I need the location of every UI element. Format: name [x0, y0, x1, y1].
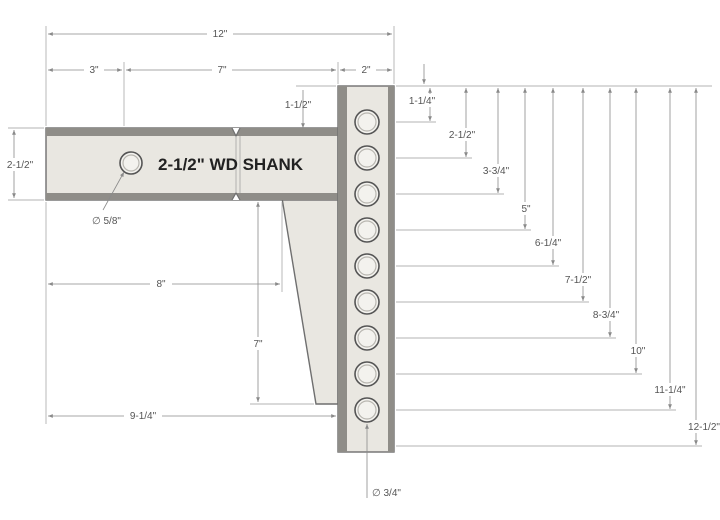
hole-dim-label-bg	[476, 164, 516, 177]
plate-hole	[354, 253, 380, 279]
plate-hole	[354, 145, 380, 171]
hole-dim-label-bg	[558, 273, 598, 286]
hole-dim-label-bg	[681, 420, 720, 433]
hole-dim-label: 5"	[521, 204, 531, 215]
dim-shank-height: 2-1/2"	[7, 160, 34, 171]
dim-overall-length: 12"	[213, 29, 228, 40]
hole-dim-label-bg	[528, 236, 568, 249]
plate-hole	[354, 325, 380, 351]
shank-bottom-edge	[46, 193, 338, 200]
hole-dim-label: 8-3/4"	[593, 310, 620, 321]
plate-hole	[354, 361, 380, 387]
hole-dim-label-bg	[647, 383, 693, 396]
dim-gusset-height: 7"	[253, 339, 263, 350]
plate-hole	[354, 289, 380, 315]
dim-to-plate-bottom: 9-1/4"	[130, 411, 157, 422]
hole-dim-label-bg	[402, 94, 442, 107]
hole-dim-label: 7-1/2"	[565, 275, 592, 286]
shank-top-edge	[46, 128, 338, 136]
plate-shade-left	[338, 86, 347, 452]
gusset	[281, 197, 339, 405]
plate-hole	[354, 397, 380, 423]
hole-dim-label: 3-3/4"	[483, 166, 510, 177]
plate-hole	[354, 217, 380, 243]
hole-spacing-dimensions: 1-1/4" 2-1/2" 3-3/4" 5" 6-1/4" 7-1/2" 8-3/4" 10…	[396, 64, 720, 447]
shank-title: 2-1/2" WD SHANK	[158, 155, 304, 174]
dim-plate-width: 2"	[361, 65, 371, 76]
hole-dim-label-bg	[626, 344, 650, 357]
hole-dim-label-bg	[517, 202, 535, 215]
hole-dim-label: 12-1/2"	[688, 422, 720, 433]
plate-holes	[354, 109, 380, 423]
dim-shank-to-gusset: 8"	[156, 279, 166, 290]
hole-dim-label: 6-1/4"	[535, 238, 562, 249]
hole-dim-label-bg	[586, 308, 626, 321]
dim-pin-to-plate: 7"	[217, 65, 227, 76]
hole-dim-label: 10"	[631, 346, 646, 357]
plate-shade-right	[388, 86, 394, 452]
hole-dim-label-bg	[442, 128, 482, 141]
dim-pin-hole-diameter: ∅ 5/8"	[92, 216, 121, 227]
shank-tube	[45, 127, 339, 201]
hole-dim-label: 2-1/2"	[449, 130, 476, 141]
dim-left-to-pin: 3"	[89, 65, 99, 76]
dim-plate-hole-diameter: ∅ 3/4"	[372, 488, 401, 499]
dim-plate-top-to-shank: 1-1/2"	[285, 100, 312, 111]
hole-dim-label: 1-1/4"	[409, 96, 436, 107]
plate-hole	[354, 181, 380, 207]
hole-dim-label: 11-1/4"	[654, 385, 686, 396]
